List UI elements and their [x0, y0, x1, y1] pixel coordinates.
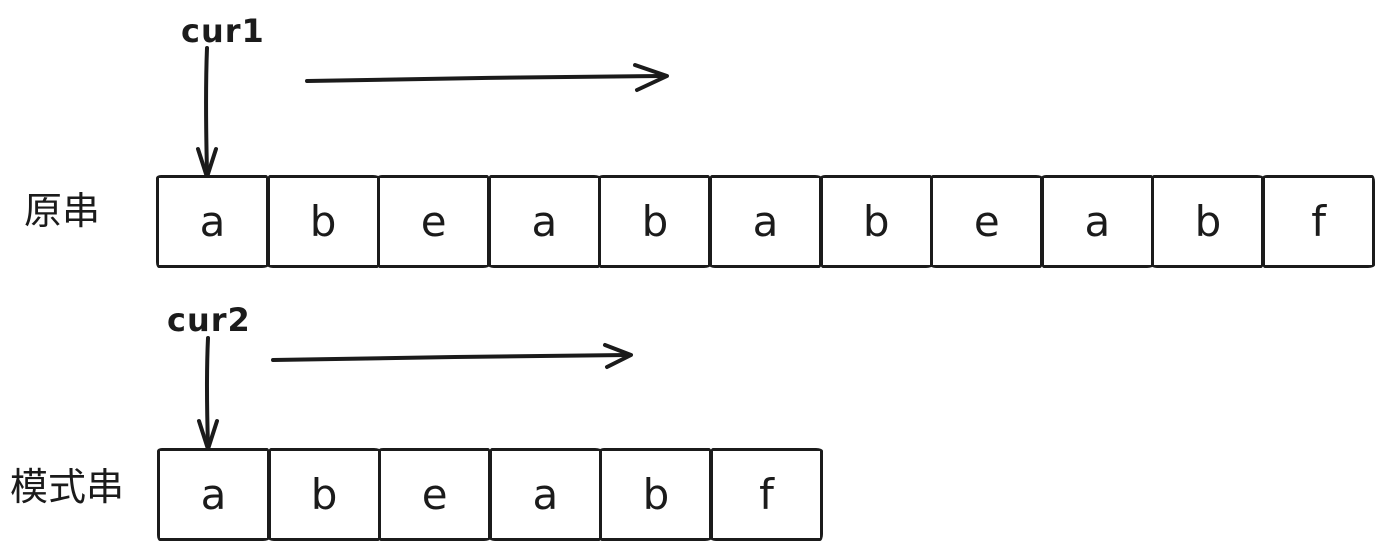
source-string-row: a b e a b a b e a b f — [156, 175, 1376, 268]
source-cell: a — [487, 175, 601, 268]
pattern-cell: b — [267, 448, 381, 541]
cur1-pointer-label: cur1 — [181, 12, 265, 50]
cur2-down-arrow-icon — [197, 336, 219, 451]
source-cell: a — [1040, 175, 1154, 268]
pattern-cell: b — [599, 448, 713, 541]
source-string-label: 原串 — [24, 189, 101, 233]
pattern-string-label: 模式串 — [10, 465, 125, 509]
pattern-cell: a — [488, 448, 602, 541]
source-cell: e — [930, 175, 1044, 268]
cur2-pointer-label: cur2 — [167, 301, 251, 339]
pattern-cell: f — [710, 448, 824, 541]
source-cell: b — [819, 175, 933, 268]
source-cell: a — [156, 175, 269, 268]
source-cell: b — [598, 175, 712, 268]
row1-scan-direction-right-arrow-icon — [305, 63, 669, 92]
pattern-string-row: a b e a b f — [157, 448, 824, 541]
pattern-cell: e — [378, 448, 492, 541]
source-cell: a — [709, 175, 823, 268]
source-cell: b — [1151, 175, 1265, 268]
pattern-cell: a — [157, 448, 270, 541]
row2-scan-direction-right-arrow-icon — [271, 343, 633, 369]
source-cell: b — [266, 175, 380, 268]
source-cell: f — [1262, 175, 1376, 268]
cur1-down-arrow-icon — [196, 46, 218, 179]
source-cell: e — [377, 175, 491, 268]
